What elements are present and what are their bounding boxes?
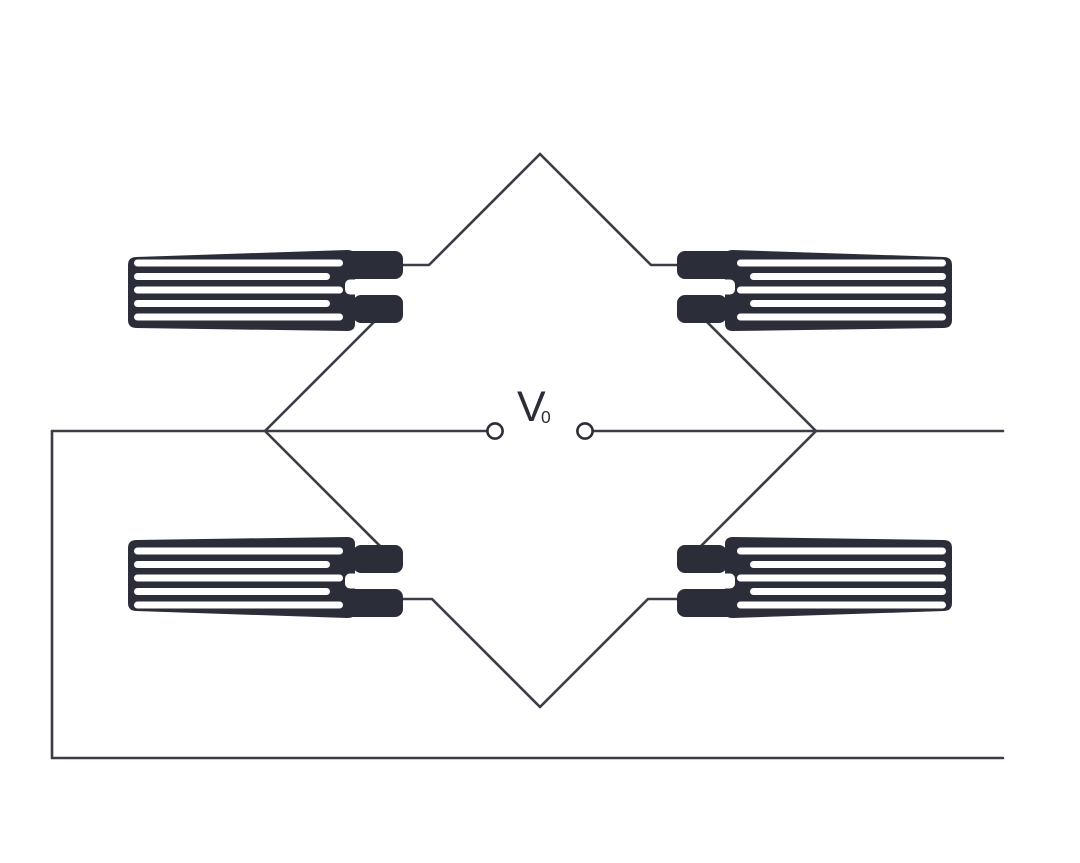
- output-terminal-left: [486, 422, 504, 440]
- wire-arm-top-right-lower: [701, 316, 818, 433]
- wire-arm-top-left-upper: [383, 152, 542, 267]
- wire-arm-bottom-right-lower: [538, 597, 697, 709]
- wire-arm-top-left-lower: [263, 316, 380, 433]
- voltage-subscript: 0: [541, 407, 551, 427]
- wire-arm-bottom-right-upper: [694, 429, 818, 553]
- strain-gauge-bottom-right: [671, 537, 952, 619]
- wire-arm-bottom-left-upper: [263, 429, 387, 553]
- circuit-wires: [50, 152, 1005, 760]
- wire-arm-top-right-upper: [538, 152, 697, 267]
- output-voltage-label: V 0: [517, 383, 551, 431]
- output-terminal-right: [576, 422, 594, 440]
- wire-arm-bottom-left-lower: [383, 597, 542, 709]
- strain-gauge-bottom-left: [128, 537, 409, 619]
- wire-excitation-loop: [50, 429, 1005, 760]
- strain-gauge-top-right: [671, 249, 952, 331]
- strain-gauge-top-left: [128, 249, 409, 331]
- output-terminals: [486, 422, 594, 440]
- strain-gauges: [128, 249, 952, 619]
- voltage-symbol: V: [517, 383, 546, 431]
